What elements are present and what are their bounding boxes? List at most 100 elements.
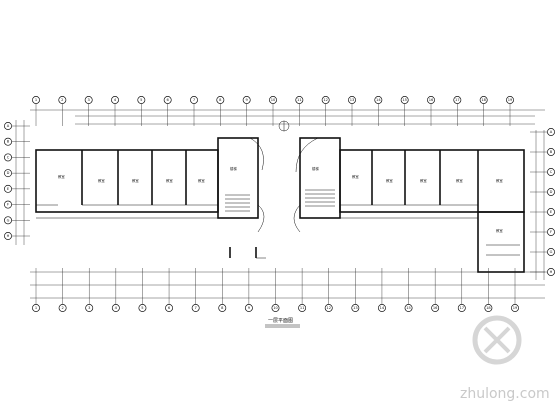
axis-right-bubble: F xyxy=(547,228,555,236)
axis-bottom-bubble: 9 xyxy=(244,304,253,312)
axis-right-bubble-label: C xyxy=(550,170,553,174)
axis-bottom-bubble: 7 xyxy=(191,304,200,312)
axis-bottom-bubble: 1 xyxy=(32,304,40,312)
axis-left-bubble-label: B xyxy=(7,140,10,144)
axis-bottom-bubble: 2 xyxy=(58,304,67,312)
axis-left-bubble-label: A xyxy=(7,124,10,128)
axis-top-bubble: 17 xyxy=(453,96,462,104)
axis-top-bubble: 10 xyxy=(269,96,277,104)
axis-bottom-bubble: 8 xyxy=(218,304,227,312)
room-label: 教室 xyxy=(496,228,503,233)
axis-right-bubble: H xyxy=(547,268,555,276)
axis-bottom-bubble-label: 17 xyxy=(459,306,464,310)
axis-top-bubble: 15 xyxy=(400,96,409,104)
axis-bottom-bubble-label: 19 xyxy=(513,306,518,310)
axis-top-bubble-label: 13 xyxy=(350,98,355,102)
axis-bottom-bubble-label: 18 xyxy=(486,306,491,310)
entrance-marks xyxy=(229,247,266,259)
drawing-title-group: 一层平面图 xyxy=(265,318,300,328)
axis-top-bubble: 18 xyxy=(479,96,488,104)
axis-top-bubble-label: 3 xyxy=(88,98,90,102)
room-label: 教室 xyxy=(132,178,139,183)
axis-right-bubble: G xyxy=(547,248,555,256)
axis-top-bubble: 19 xyxy=(506,96,514,104)
right-wing xyxy=(339,149,525,273)
axis-bottom-bubble: 16 xyxy=(431,304,440,312)
axis-top-bubble-label: 10 xyxy=(271,98,276,102)
axis-top-bubble-label: 1 xyxy=(35,98,37,102)
axis-bottom-bubble: 6 xyxy=(165,304,174,312)
left-stair-tower xyxy=(217,137,265,233)
watermark-text: zhulong.com xyxy=(460,386,550,402)
axis-top-bubble-label: 14 xyxy=(376,98,381,102)
left-wing xyxy=(35,149,219,219)
axis-left-bubble: A xyxy=(4,122,12,130)
axis-bottom-bubble-label: 15 xyxy=(406,306,411,310)
bottom-dimension-lines xyxy=(30,271,545,299)
axis-bottom-bubble: 5 xyxy=(138,304,147,312)
axis-top-bubble-label: 17 xyxy=(455,98,460,102)
room-labels: 教室教室教室教室教室楼梯楼梯教室教室教室教室教室教室 xyxy=(58,166,503,233)
axis-bottom-bubble: 17 xyxy=(457,304,466,312)
axis-bottom-bubble-label: 12 xyxy=(326,306,331,310)
axis-bottom-bubble-label: 6 xyxy=(168,306,171,310)
axis-top-bubble: 2 xyxy=(58,96,67,104)
axis-top-bubble-label: 6 xyxy=(167,98,170,102)
axis-top-bubble-label: 4 xyxy=(114,98,117,102)
axis-bottom-bubble: 10 xyxy=(271,304,280,312)
right-stair-tower xyxy=(293,137,341,233)
axis-bottom-bubble-label: 8 xyxy=(221,306,224,310)
axis-top-bubble-label: 19 xyxy=(508,98,513,102)
room-label: 教室 xyxy=(386,178,393,183)
axis-top-bubble: 4 xyxy=(111,96,119,104)
axis-bottom-bubble-label: 1 xyxy=(35,306,37,310)
left-dimension-lines xyxy=(15,120,25,245)
axis-top-bubble-label: 16 xyxy=(429,98,434,102)
axis-top-bubble-label: 9 xyxy=(246,98,249,102)
axis-right-bubble-label: G xyxy=(550,250,553,254)
axis-right-bubble: C xyxy=(547,168,555,176)
axis-left-bubble: D xyxy=(4,169,12,178)
axis-bottom-bubble: 19 xyxy=(511,304,519,312)
axis-top-bubble: 9 xyxy=(242,96,251,104)
axis-top-bubble: 13 xyxy=(348,96,356,104)
room-label: 教室 xyxy=(496,178,503,183)
axis-top-bubble: 7 xyxy=(190,96,198,104)
axis-right-bubble: A xyxy=(547,128,555,136)
axis-right-bubble: D xyxy=(547,188,555,196)
axis-top-bubble: 1 xyxy=(32,96,40,104)
axis-left-bubble-label: E xyxy=(7,187,10,191)
axis-left-bubble: C xyxy=(4,153,12,162)
axis-right-bubble-label: D xyxy=(550,190,553,194)
axis-bottom-bubble: 18 xyxy=(484,304,493,312)
axis-right-bubble-label: E xyxy=(550,210,553,214)
axis-bottom-bubble: 15 xyxy=(404,304,413,312)
axis-right-bubble-label: A xyxy=(550,130,553,134)
axis-left-bubble: H xyxy=(4,232,12,240)
axis-top-bubble: 12 xyxy=(321,96,330,104)
axis-left-bubble-label: F xyxy=(7,203,9,207)
room-label: 教室 xyxy=(456,178,463,183)
axis-left-bubble-label: D xyxy=(7,171,10,175)
axis-right-bubble-label: B xyxy=(550,150,553,154)
top-dimension-lines xyxy=(30,109,545,125)
axis-top-bubble: 16 xyxy=(427,96,435,104)
axis-top-bubble: 11 xyxy=(295,96,304,104)
axis-bottom-bubble-label: 7 xyxy=(195,306,197,310)
axis-top-bubble-label: 15 xyxy=(402,98,407,102)
axis-bottom-bubble-label: 13 xyxy=(353,306,358,310)
axis-bottom-bubble-label: 4 xyxy=(115,306,118,310)
axis-top-bubble: 3 xyxy=(84,96,93,104)
room-label: 教室 xyxy=(420,178,427,183)
axis-bottom-bubble-label: 11 xyxy=(300,306,305,310)
room-label: 楼梯 xyxy=(230,166,237,171)
drawing-title: 一层平面图 xyxy=(268,318,293,324)
axis-left-bubble: G xyxy=(4,216,12,225)
north-arrow-icon xyxy=(278,120,290,132)
room-label: 教室 xyxy=(166,178,173,183)
axis-top-bubble-label: 2 xyxy=(61,98,63,102)
axis-bottom-bubble-label: 10 xyxy=(273,306,278,310)
axis-top-bubble: 14 xyxy=(374,96,383,104)
